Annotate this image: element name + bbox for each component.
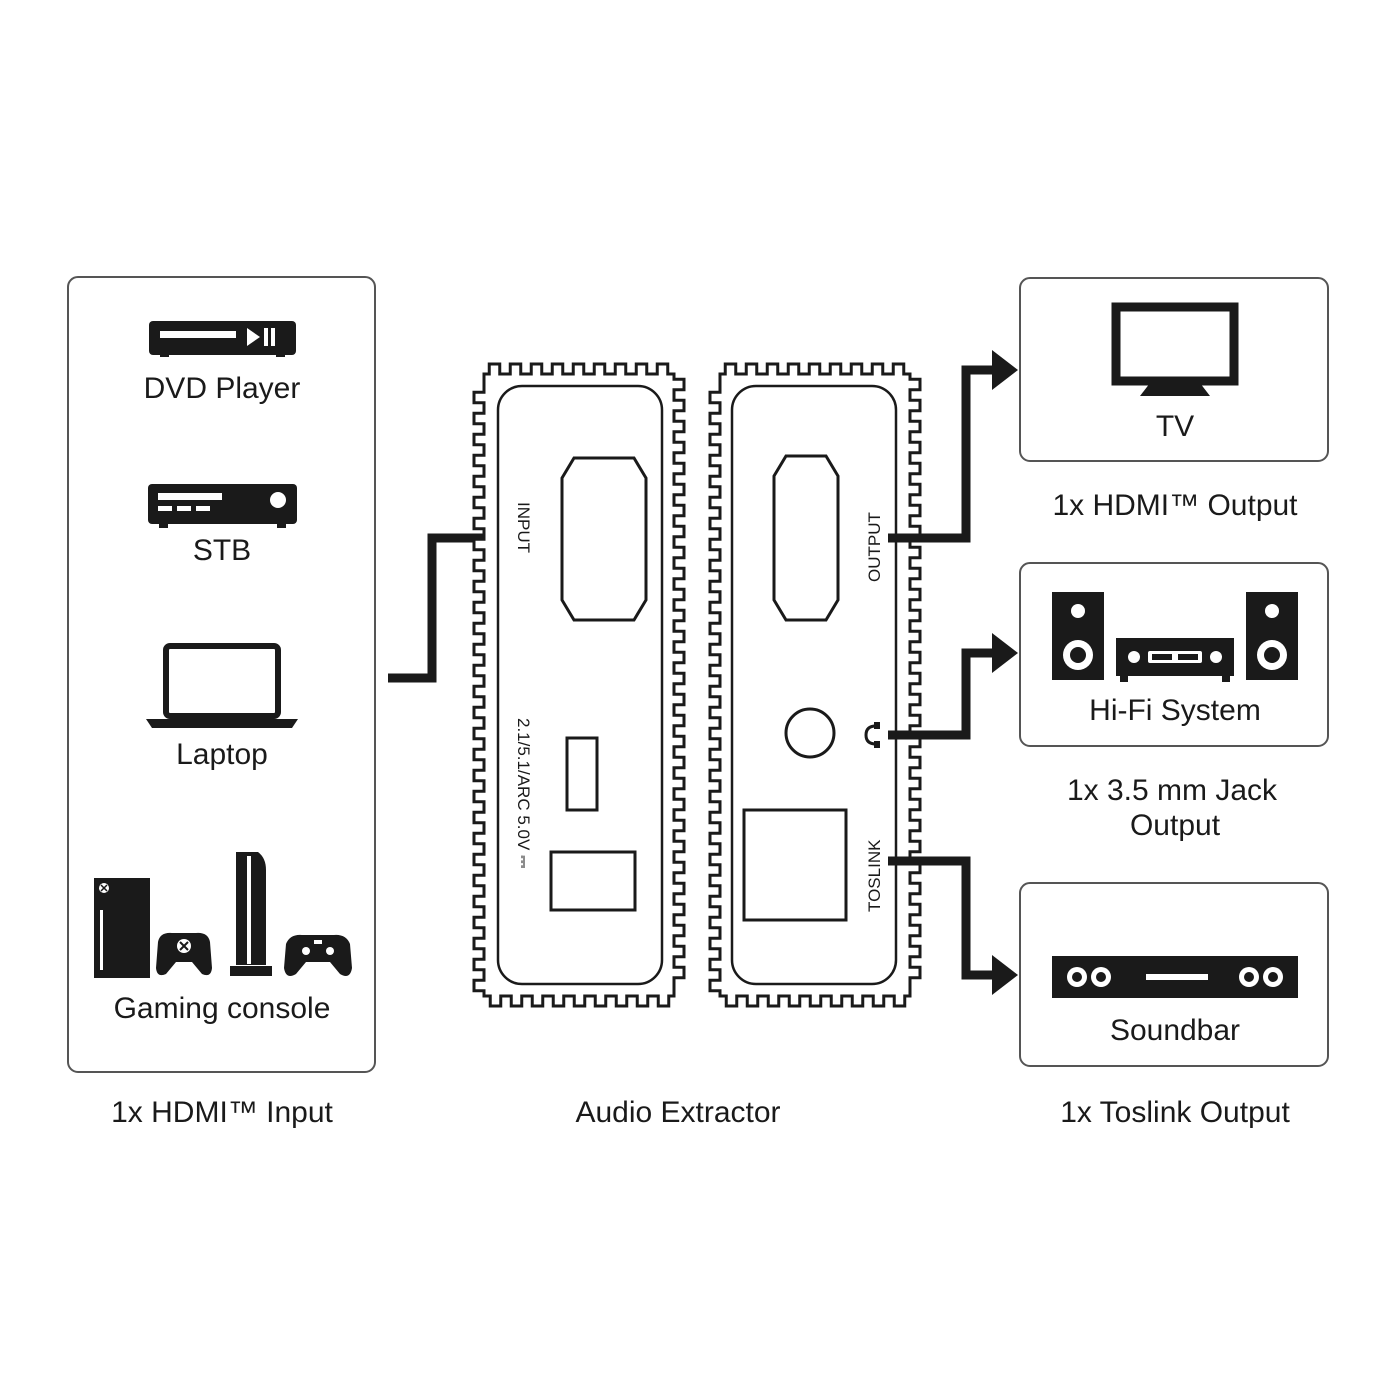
tv-icon — [1111, 302, 1239, 396]
output-label-soundbar: Soundbar — [1110, 1014, 1240, 1047]
output-label-tv: TV — [1156, 410, 1194, 443]
toslink-port-label: TOSLINK — [865, 839, 884, 912]
arrow-to-tv — [888, 350, 1018, 543]
hdmi-input-port — [560, 456, 648, 622]
hifi-system-icon — [1052, 592, 1298, 682]
device-label-gaming-console: Gaming console — [114, 992, 331, 1025]
extractor-input-side: INPUT 2.1/5.1/ARC 5.0V ⎓ — [472, 362, 686, 1008]
output-port-label: OUTPUT — [865, 512, 884, 582]
jack-3-5mm-port — [784, 707, 836, 759]
hdmi-output-port — [772, 454, 840, 622]
toslink-port — [742, 808, 848, 922]
soundbar-panel — [1019, 882, 1329, 1067]
caption-hdmi-output: 1x HDMI™ Output — [1052, 489, 1298, 522]
caption-hdmi-input: 1x HDMI™ Input — [111, 1096, 333, 1129]
hifi-system-panel — [1019, 562, 1329, 747]
mode-power-label: 2.1/5.1/ARC 5.0V ⎓ — [514, 718, 533, 869]
tv-panel — [1019, 277, 1329, 462]
laptop-icon — [146, 643, 298, 728]
input-devices-panel — [67, 276, 376, 1073]
mode-switch — [549, 850, 637, 912]
caption-audio-extractor: Audio Extractor — [575, 1096, 780, 1129]
soundbar-icon — [1052, 956, 1298, 998]
set-top-box-icon — [148, 484, 297, 528]
caption-jack-output-line-2: Output — [1130, 809, 1221, 842]
arrow-to-hifi-system — [888, 633, 1018, 740]
input-port-label: INPUT — [514, 502, 533, 553]
usb-power-port — [565, 736, 599, 812]
extractor-output-side: OUTPUT TOSLINK — [708, 362, 922, 1008]
caption-jack-output-line-1: 1x 3.5 mm Jack — [1067, 774, 1278, 807]
device-label-laptop: Laptop — [176, 738, 268, 771]
caption-toslink-output: 1x Toslink Output — [1060, 1096, 1290, 1129]
device-label-stb: STB — [193, 534, 251, 567]
headphone-icon — [864, 722, 880, 748]
device-label-dvd-player: DVD Player — [144, 372, 301, 405]
arrow-to-soundbar — [888, 856, 1018, 995]
output-label-hifi-system: Hi-Fi System — [1089, 694, 1261, 727]
dvd-player-icon — [149, 321, 296, 357]
gaming-console-icon — [94, 852, 352, 978]
